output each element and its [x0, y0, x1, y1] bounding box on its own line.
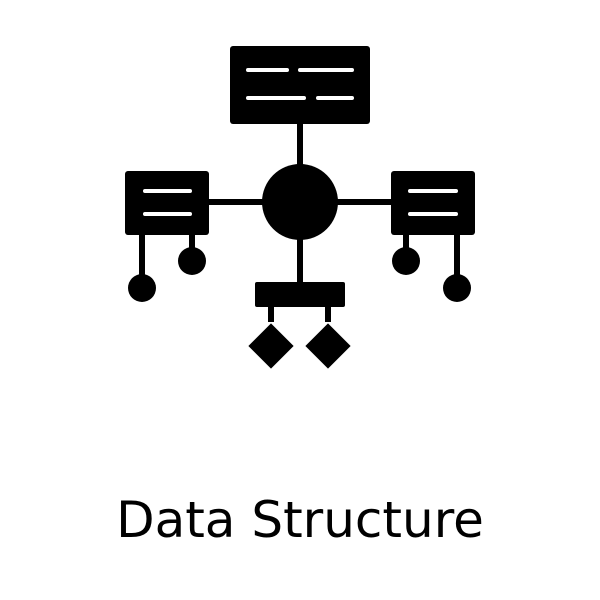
right-leaf-dot-low [443, 274, 471, 302]
left-leaf-dot-high [178, 247, 206, 275]
icon-caption: Data Structure [116, 491, 484, 549]
right-leaf-dot-high [392, 247, 420, 275]
bottom-left-diamond [248, 323, 294, 369]
right-box-lines [408, 189, 458, 216]
top-node-box [230, 46, 370, 124]
left-box-lines [143, 189, 192, 216]
bottom-node-bar [255, 282, 345, 307]
right-node-box [391, 171, 475, 235]
central-hub-circle [262, 164, 338, 240]
connector-lines [139, 122, 460, 322]
left-node-box [125, 171, 209, 235]
top-box-lines [246, 68, 354, 100]
bottom-right-diamond [305, 323, 351, 369]
left-leaf-dot-low [128, 274, 156, 302]
